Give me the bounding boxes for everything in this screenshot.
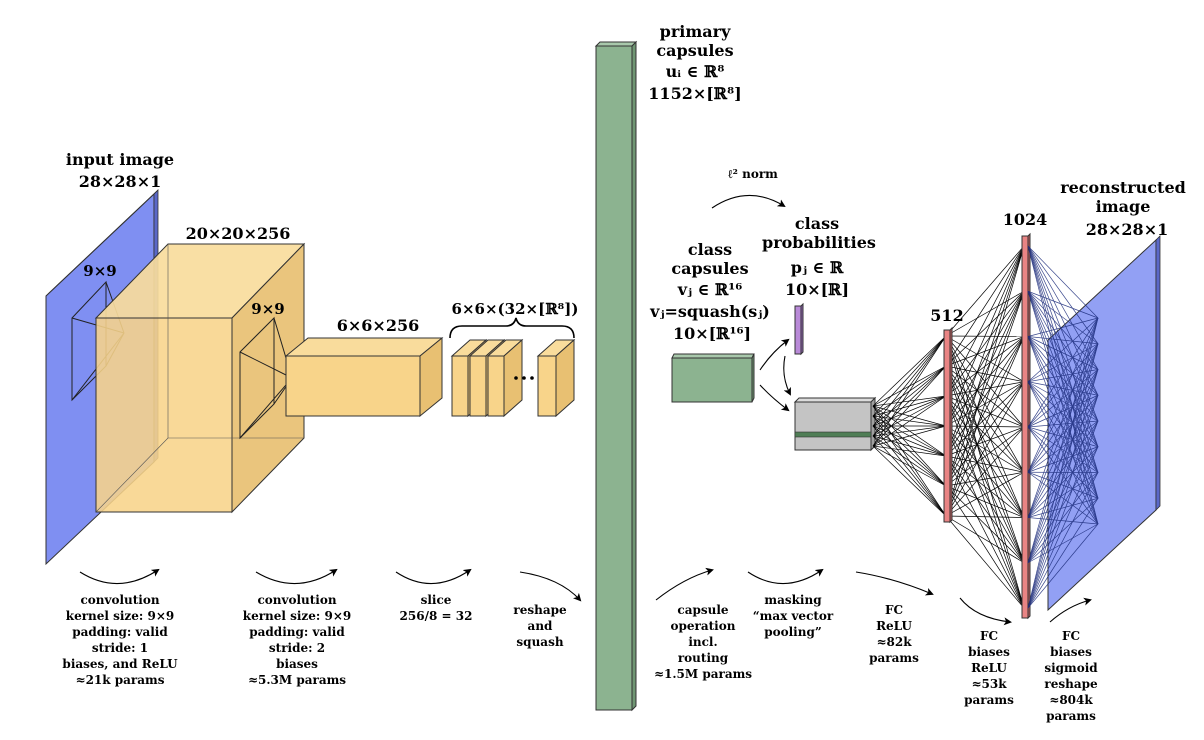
op-arrow-fc2 (959, 597, 1012, 626)
conv2-feature-box (284, 336, 444, 418)
fc-network-edges (872, 245, 1025, 609)
op-caption-fc2: FC biases ReLU ≈53k params (964, 629, 1014, 707)
op-caption-fc1: FC ReLU ≈82k params (869, 603, 919, 665)
op-arrow-conv2 (255, 568, 338, 585)
op-arrow-fc1 (855, 571, 934, 596)
reconstructed-title: reconstructed image (1060, 178, 1186, 216)
arrow-norm (711, 194, 786, 209)
class-probabilities-title: class probabilities (762, 214, 876, 252)
slice-ellipsis (514, 376, 534, 380)
primary-capsules-bar (594, 40, 638, 712)
op-caption-conv2: convolution kernel size: 9×9 padding: va… (242, 593, 352, 687)
arrow-caps-to-prob (759, 338, 790, 371)
input-kernel-label: 9×9 (83, 262, 117, 280)
slice-dims: 6×6×(32×[ℝ⁸]) (451, 300, 579, 318)
arrow-caps-to-mask (759, 384, 790, 412)
reconstructed-dims: 28×28×1 (1085, 220, 1169, 239)
masked-capsules-block (793, 396, 877, 452)
op-arrow-capsule (655, 567, 714, 601)
primary-capsules-dims: 1152×[ℝ⁸] (648, 84, 742, 103)
reconstructed-image-plane (1047, 235, 1161, 612)
norm-label: ℓ² norm (728, 167, 778, 181)
op-caption-reshape: reshape and squash (513, 603, 567, 649)
class-capsules-squash: vⱼ=squash(sⱼ) (650, 302, 770, 321)
conv1-kernel-label: 9×9 (251, 300, 285, 318)
class-probabilities-dims: 10×[ℝ] (784, 280, 850, 299)
class-capsules-dims: 10×[ℝ¹⁶] (672, 324, 752, 343)
class-capsules-vec: vⱼ ∈ ℝ¹⁶ (677, 280, 743, 299)
op-arrow-reshape (519, 571, 582, 602)
op-arrow-conv1 (79, 568, 160, 585)
op-caption-masking: masking “max vector pooling” (752, 593, 834, 639)
op-caption-fc3: FC biases sigmoid reshape ≈804k params (1044, 629, 1098, 723)
input-dims: 28×28×1 (78, 172, 162, 191)
conv2-dims: 6×6×256 (336, 316, 420, 335)
op-caption-slice: slice 256/8 = 32 (399, 593, 473, 623)
arrow-prob-to-mask (783, 355, 791, 396)
op-caption-conv1: convolution kernel size: 9×9 padding: va… (62, 593, 178, 687)
fc1-size-label: 512 (930, 306, 964, 325)
fc-output-edges (1027, 245, 1099, 609)
class-probabilities-bar (794, 302, 804, 356)
slice-block-3 (486, 338, 524, 418)
class-capsules-block (671, 353, 755, 403)
op-arrow-masking (747, 568, 824, 585)
op-caption-capsule: capsule operation incl. routing ≈1.5M pa… (653, 603, 753, 681)
op-arrow-fc3 (1049, 597, 1092, 623)
op-arrow-slice (395, 568, 472, 585)
input-title: input image (65, 150, 175, 169)
class-probabilities-vec: pⱼ ∈ ℝ (790, 258, 844, 277)
slice-brace (449, 317, 575, 339)
conv1-feature-box (94, 242, 306, 514)
primary-capsules-vec: uᵢ ∈ ℝ⁸ (665, 62, 725, 81)
fc2-size-label: 1024 (1002, 210, 1048, 229)
slice-block-4 (536, 338, 576, 418)
primary-capsules-title: primary capsules (656, 22, 734, 60)
conv1-dims: 20×20×256 (185, 224, 291, 243)
class-capsules-title: class capsules (671, 240, 749, 278)
slice-blocks (450, 338, 576, 418)
fc-layer-512 (943, 326, 953, 524)
